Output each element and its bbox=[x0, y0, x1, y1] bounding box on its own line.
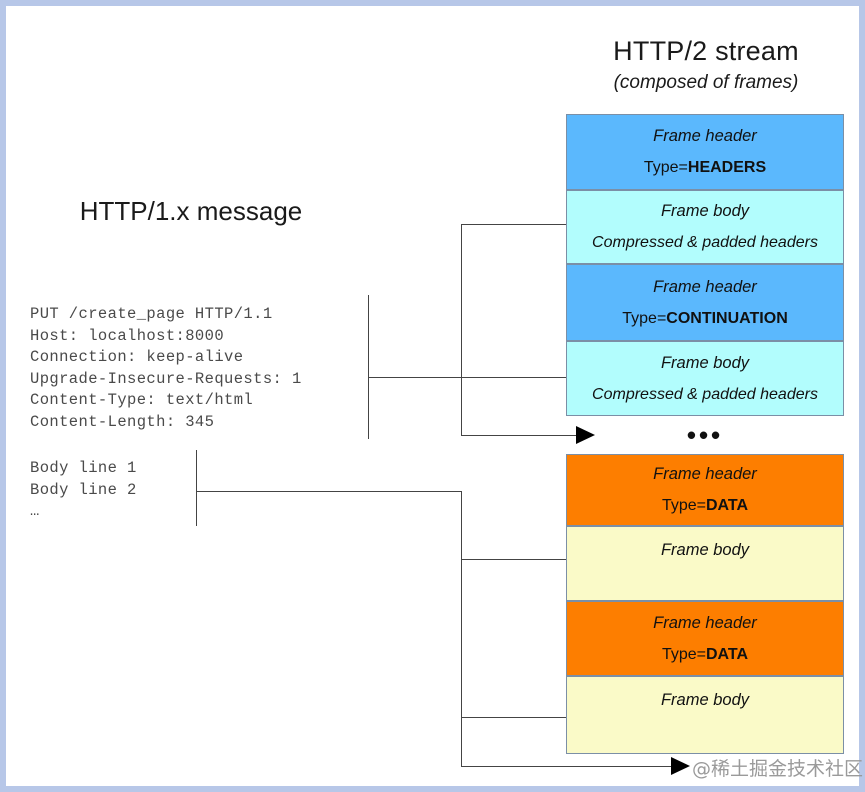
frame-type-value: DATA bbox=[705, 497, 749, 514]
frame-data-header-1: Frame header Type=DATA bbox=[566, 454, 844, 526]
body-arrow-3 bbox=[671, 757, 690, 775]
body-distribution-trunk bbox=[461, 491, 462, 766]
frames-ellipsis: ••• bbox=[686, 420, 724, 450]
frame-type-value: DATA bbox=[705, 645, 749, 663]
frame-body-label: Frame body bbox=[660, 202, 750, 220]
frame-type-prefix: Type= bbox=[643, 159, 688, 176]
frame-type-line: Type=DATA bbox=[662, 497, 748, 515]
frame-data-body-1: Frame body bbox=[566, 526, 844, 601]
watermark-label: @稀土掘金技术社区 bbox=[692, 758, 864, 780]
frame-body-label: Frame body bbox=[660, 541, 750, 559]
frame-data-body-2: Frame body bbox=[566, 676, 844, 754]
frame-body-label: Frame body bbox=[660, 691, 750, 709]
body-branch-3 bbox=[461, 766, 674, 767]
frame-header-label: Frame header bbox=[653, 465, 757, 483]
headers-branch-3 bbox=[461, 435, 579, 436]
headers-branch-2 bbox=[461, 377, 579, 378]
body-branch-2 bbox=[461, 717, 579, 718]
frame-data-header-2: Frame header Type=DATA bbox=[566, 601, 844, 676]
headers-arrow-3 bbox=[576, 426, 595, 444]
headers-distribution-trunk bbox=[461, 224, 462, 436]
frame-type-line: Type=HEADERS bbox=[644, 159, 766, 177]
frame-continuation-body: Frame body Compressed & padded headers bbox=[566, 341, 844, 416]
frame-type-line: Type=CONTINUATION bbox=[622, 310, 788, 328]
frame-type-prefix: Type= bbox=[622, 309, 667, 327]
frame-header-label: Frame header bbox=[653, 277, 757, 296]
body-brace-stem bbox=[196, 491, 462, 492]
frame-header-label: Frame header bbox=[653, 127, 757, 145]
headers-brace-stem bbox=[368, 377, 462, 378]
frame-body-label: Frame body bbox=[660, 353, 750, 372]
body-branch-1 bbox=[461, 559, 579, 560]
http1-body-text: Body line 1 Body line 2 … bbox=[30, 459, 137, 520]
frame-headers-header: Frame header Type=HEADERS bbox=[566, 114, 844, 190]
frame-header-label: Frame header bbox=[653, 613, 757, 632]
frame-continuation-header: Frame header Type=CONTINUATION bbox=[566, 264, 844, 341]
stream-subtitle: (composed of frames) bbox=[613, 72, 799, 93]
http1-headers-text: PUT /create_page HTTP/1.1 Host: localhos… bbox=[30, 305, 302, 431]
frame-body-detail: Compressed & padded headers bbox=[592, 385, 818, 403]
frame-type-value: CONTINUATION bbox=[666, 309, 788, 327]
frame-type-prefix: Type= bbox=[661, 497, 706, 514]
frame-type-value: HEADERS bbox=[687, 159, 767, 176]
headers-brace-vertical bbox=[368, 295, 369, 439]
http1-message-title: HTTP/1.x message bbox=[79, 196, 303, 226]
frame-body-detail: Compressed & padded headers bbox=[592, 234, 818, 251]
frame-type-prefix: Type= bbox=[661, 645, 706, 663]
headers-branch-1 bbox=[461, 224, 579, 225]
stream-title: HTTP/2 stream bbox=[613, 36, 799, 66]
frame-headers-body: Frame body Compressed & padded headers bbox=[566, 190, 844, 264]
frame-type-line: Type=DATA bbox=[662, 646, 748, 664]
body-brace-vertical bbox=[196, 450, 197, 526]
